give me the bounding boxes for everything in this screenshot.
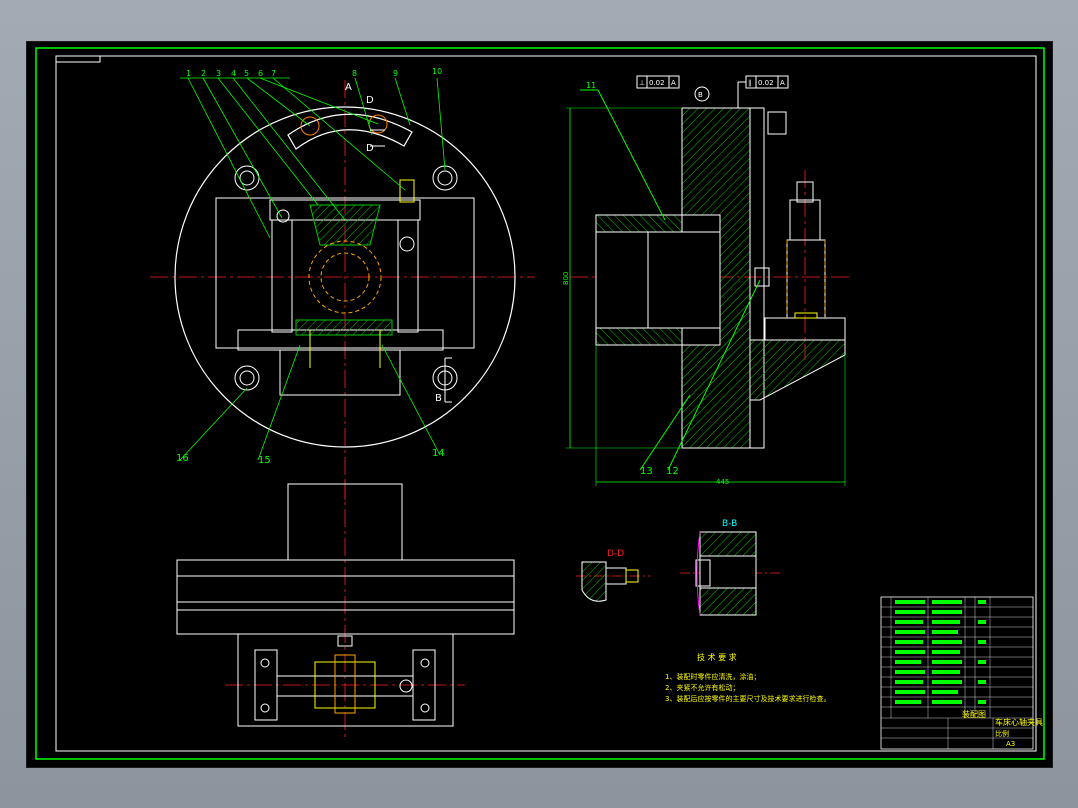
tol-value: 0.02	[649, 79, 665, 87]
tol-value: 0.02	[758, 79, 774, 87]
tech-item: 2、夹紧不允许有松动；	[665, 683, 739, 692]
part-label: 8	[352, 69, 357, 78]
section-letter: D	[366, 143, 374, 154]
front-view-labels: 1 2 3 4 5 6 7 8 9 10 16 15 14	[176, 67, 445, 466]
part-label: 14	[432, 448, 445, 459]
part-label: 4	[231, 69, 236, 78]
part-label: 11	[586, 81, 596, 90]
dimension-800: 800	[562, 272, 570, 285]
section-markers: A D D B	[345, 82, 442, 404]
part-label: 12	[666, 466, 679, 477]
bolt-hole-icon	[234, 114, 458, 391]
section-letter: B	[698, 91, 703, 99]
sheet-size: A3	[1006, 740, 1015, 748]
part-label: 16	[176, 453, 189, 464]
scale-label: 比例	[995, 729, 1009, 738]
tech-item: 3、装配后应按零件的主要尺寸及技术要求进行检查。	[665, 694, 830, 703]
front-view	[150, 77, 535, 500]
section-title-d-d: D-D	[607, 549, 624, 559]
tol-symbol: ⊥	[639, 79, 645, 87]
part-label: 9	[393, 69, 398, 78]
tol-datum: A	[780, 79, 785, 87]
part-label: 5	[244, 69, 249, 78]
section-letter: B	[435, 393, 442, 404]
company-name: 车床心轴夹具	[995, 717, 1043, 727]
part-label: 1	[186, 69, 191, 78]
section-letter: D	[366, 95, 374, 106]
section-letter: A	[345, 82, 352, 93]
part-label: 10	[432, 67, 442, 76]
part-label: 7	[271, 69, 276, 78]
tech-requirements: 技 术 要 求 1、装配时零件应清洗，涂油； 2、夹紧不允许有松动； 3、装配后…	[665, 652, 830, 703]
title-block: 装配图 车床心轴夹具 比例 A3	[880, 596, 1043, 750]
tech-item: 1、装配时零件应清洗，涂油；	[665, 672, 760, 681]
side-view-labels: ⊥ 0.02 A ∥ 0.02 A B 445 800 11 13 12	[562, 79, 785, 486]
tech-title: 技 术 要 求	[697, 652, 737, 662]
part-label: 3	[216, 69, 221, 78]
detail-titles: D-D B-B	[607, 519, 737, 559]
detail-d-d	[576, 561, 650, 602]
part-label: 2	[201, 69, 206, 78]
tol-symbol: ∥	[748, 79, 752, 87]
datum-circle-icon	[694, 86, 710, 102]
tolerance-frame-2	[737, 75, 789, 108]
section-title-b-b: B-B	[722, 519, 737, 529]
part-label: 15	[258, 455, 271, 466]
detail-b-b	[680, 531, 780, 616]
dimension-445: 445	[716, 478, 729, 486]
side-section-view	[566, 75, 850, 486]
drawing-name: 装配图	[962, 709, 986, 719]
sheet-border	[35, 47, 1045, 760]
tol-datum: A	[671, 79, 676, 87]
part-label: 6	[258, 69, 263, 78]
top-view	[176, 480, 515, 740]
tolerance-frame-1	[636, 75, 680, 89]
part-label: 13	[640, 466, 653, 477]
